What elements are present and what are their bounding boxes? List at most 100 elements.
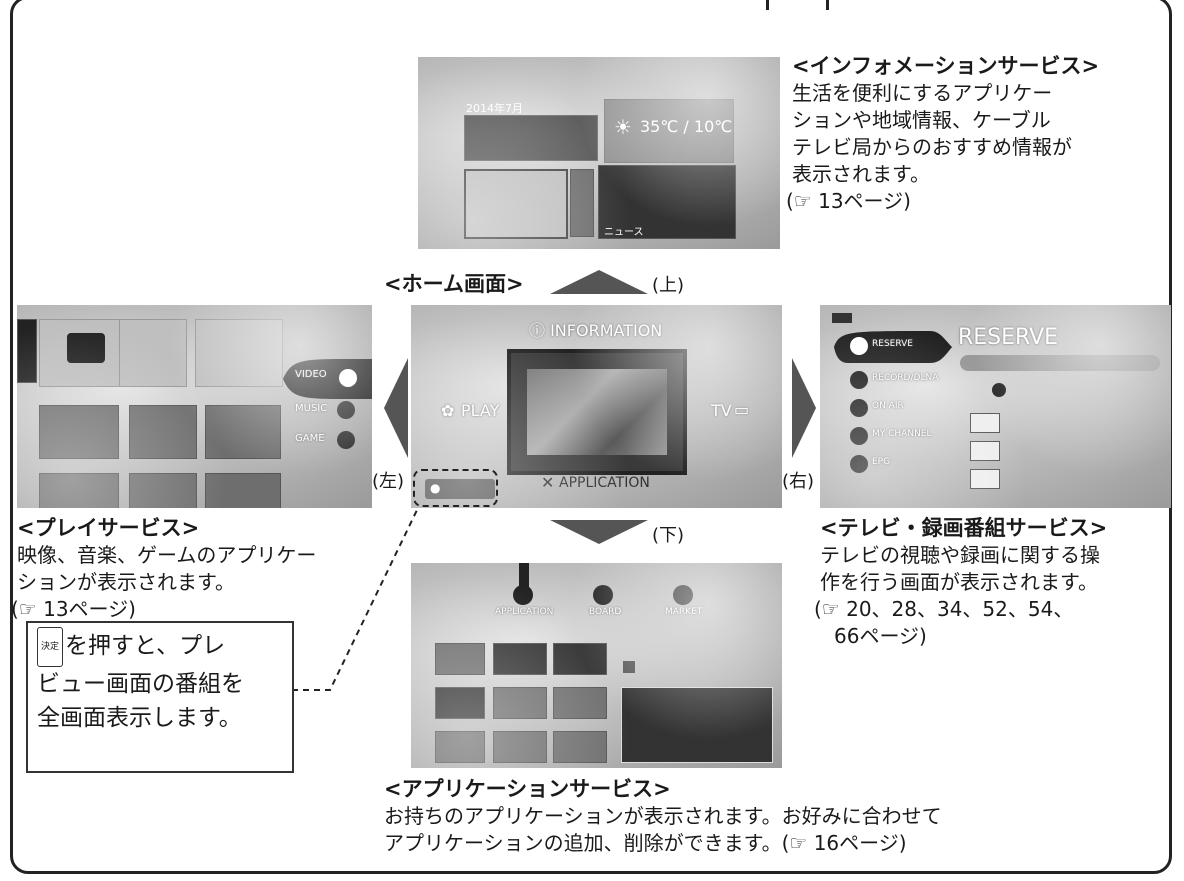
direction-left: (左) — [372, 471, 405, 492]
tv-thumbnail-icon — [67, 333, 105, 363]
info-line-2: ションや地域情報、ケーブル — [792, 108, 1051, 132]
tv-menu-onair: ON AIR — [872, 401, 904, 411]
app-tile — [493, 687, 547, 719]
play-tile — [39, 405, 119, 459]
tv-line-1: テレビの視聴や録画に関する操 — [820, 543, 1100, 567]
highlight-dashed-box — [413, 469, 498, 507]
onair-icon — [850, 399, 868, 417]
app-tile — [435, 731, 485, 763]
app-tab-market: MARKET — [665, 607, 703, 617]
news-panel — [598, 165, 736, 239]
download-icon — [513, 585, 533, 605]
note-line-1-text: を押すと、プレ — [65, 633, 226, 659]
market-icon — [673, 585, 693, 605]
music-icon — [337, 401, 355, 419]
board-icon — [593, 585, 613, 605]
home-information-label: ⓘ INFORMATION — [529, 321, 663, 340]
app-tile — [493, 643, 547, 675]
app-tab-application: APPLICATION — [495, 607, 554, 617]
tv-page-ref-2: 66ページ) — [834, 624, 927, 648]
note-text: 決定を押すと、プレ ビュー画面の番組を 全画面表示します。 — [37, 627, 289, 735]
play-tile — [119, 319, 187, 387]
info-line-3: テレビ局からのおすすめ情報が — [792, 135, 1072, 159]
app-detail-panel — [621, 687, 773, 763]
preview-image — [527, 369, 667, 455]
play-tile — [205, 473, 281, 508]
down-arrow-icon — [550, 520, 648, 544]
dashed-pointer-line — [292, 507, 419, 691]
tv-menu-highlight — [834, 331, 952, 363]
app-line-1: お持ちのアプリケーションが表示されます。お好みに合わせて — [384, 804, 942, 828]
right-arrow-icon — [792, 358, 816, 458]
home-play-label: PLAY — [461, 401, 500, 420]
id-badge — [623, 661, 635, 673]
play-menu-highlight — [283, 358, 372, 400]
recommend-panel — [464, 169, 568, 239]
add-icon — [992, 383, 1006, 397]
direction-down: (下) — [652, 525, 685, 546]
left-arrow-icon — [384, 358, 408, 458]
tv-heading: <テレビ・録画番組サービス> — [820, 516, 1108, 540]
app-tab-marker — [519, 563, 529, 589]
play-menu-music: MUSIC — [295, 403, 328, 414]
tab-edge-left — [766, 0, 769, 10]
play-tile — [17, 319, 37, 383]
note-line-3: 全画面表示します。 — [37, 705, 242, 731]
sun-icon: ☀ — [614, 115, 632, 139]
direction-up: (上) — [652, 275, 685, 296]
frame-tab-gap — [768, 0, 828, 10]
play-tile — [129, 405, 197, 459]
tv-reserve-title: RESERVE — [958, 325, 1059, 350]
play-tile — [195, 319, 283, 387]
tv-menu-epg: EPG — [872, 457, 891, 467]
tv-logo — [832, 313, 852, 323]
note-box — [26, 621, 294, 773]
filter-pill — [960, 355, 1160, 371]
app-line-2: アプリケーションの追加、削除ができます。(☞ 16ページ) — [384, 831, 907, 855]
calendar-panel — [464, 115, 598, 161]
note-line-1: 決定を押すと、プレ — [37, 627, 289, 667]
application-icon: ✕ — [541, 473, 555, 492]
play-line-1: 映像、音楽、ゲームのアプリケー — [17, 543, 317, 567]
home-screenshot: ⓘ INFORMATION ✿ PLAY TV ▭ ✕ APPLICATION … — [411, 305, 782, 508]
app-tile — [435, 643, 485, 675]
app-tab-board: BOARD — [589, 607, 622, 617]
info-heading: <インフォメーションサービス> — [792, 54, 1100, 78]
play-tile — [39, 319, 133, 387]
reserve-row — [970, 441, 1000, 461]
app-tile — [493, 731, 547, 763]
play-tile — [129, 473, 197, 508]
tv-menu-record: RECORD/DLNA — [872, 373, 939, 383]
tv-line-2: 作を行う画面が表示されます。 — [820, 570, 1098, 594]
app-tile — [435, 687, 485, 719]
info-line-1: 生活を便利にするアプリケー — [792, 81, 1053, 105]
app-heading: <アプリケーションサービス> — [384, 777, 671, 801]
play-menu-video: VIDEO — [295, 369, 327, 380]
app-tile — [553, 731, 607, 763]
information-screenshot: 2014年7月 ☀ 35℃ / 10℃ ニュース — [418, 57, 780, 249]
tv-screenshot: RESERVE RECORD/DLNA ON AIR MY CHANNEL EP… — [820, 305, 1171, 508]
weather-panel — [604, 99, 734, 163]
kettei-key-icon: 決定 — [37, 627, 64, 667]
play-heading: <プレイサービス> — [17, 516, 200, 540]
reserve-icon — [850, 337, 868, 355]
info-page-ref: (☞ 13ページ) — [786, 189, 911, 213]
tab-edge-right — [826, 0, 829, 10]
video-icon — [339, 369, 357, 387]
play-menu-game: GAME — [295, 433, 325, 444]
news-label: ニュース — [604, 227, 644, 238]
epg-icon — [850, 455, 868, 473]
note-line-2: ビュー画面の番組を — [37, 671, 244, 697]
app-tile — [553, 687, 607, 719]
up-arrow-icon — [550, 270, 648, 294]
application-screenshot: APPLICATION BOARD MARKET — [411, 563, 782, 768]
tv-page-ref-1: (☞ 20、28、34、52、54、 — [814, 597, 1074, 621]
tv-icon: ▭ — [734, 400, 750, 419]
play-tile — [39, 473, 119, 508]
play-icon: ✿ — [441, 401, 455, 420]
record-icon — [850, 371, 868, 389]
reserve-row — [970, 413, 1000, 433]
direction-right: (右) — [782, 471, 815, 492]
temperature-readout: 35℃ / 10℃ — [640, 117, 733, 136]
play-line-2: ションが表示されます。 — [17, 570, 235, 594]
